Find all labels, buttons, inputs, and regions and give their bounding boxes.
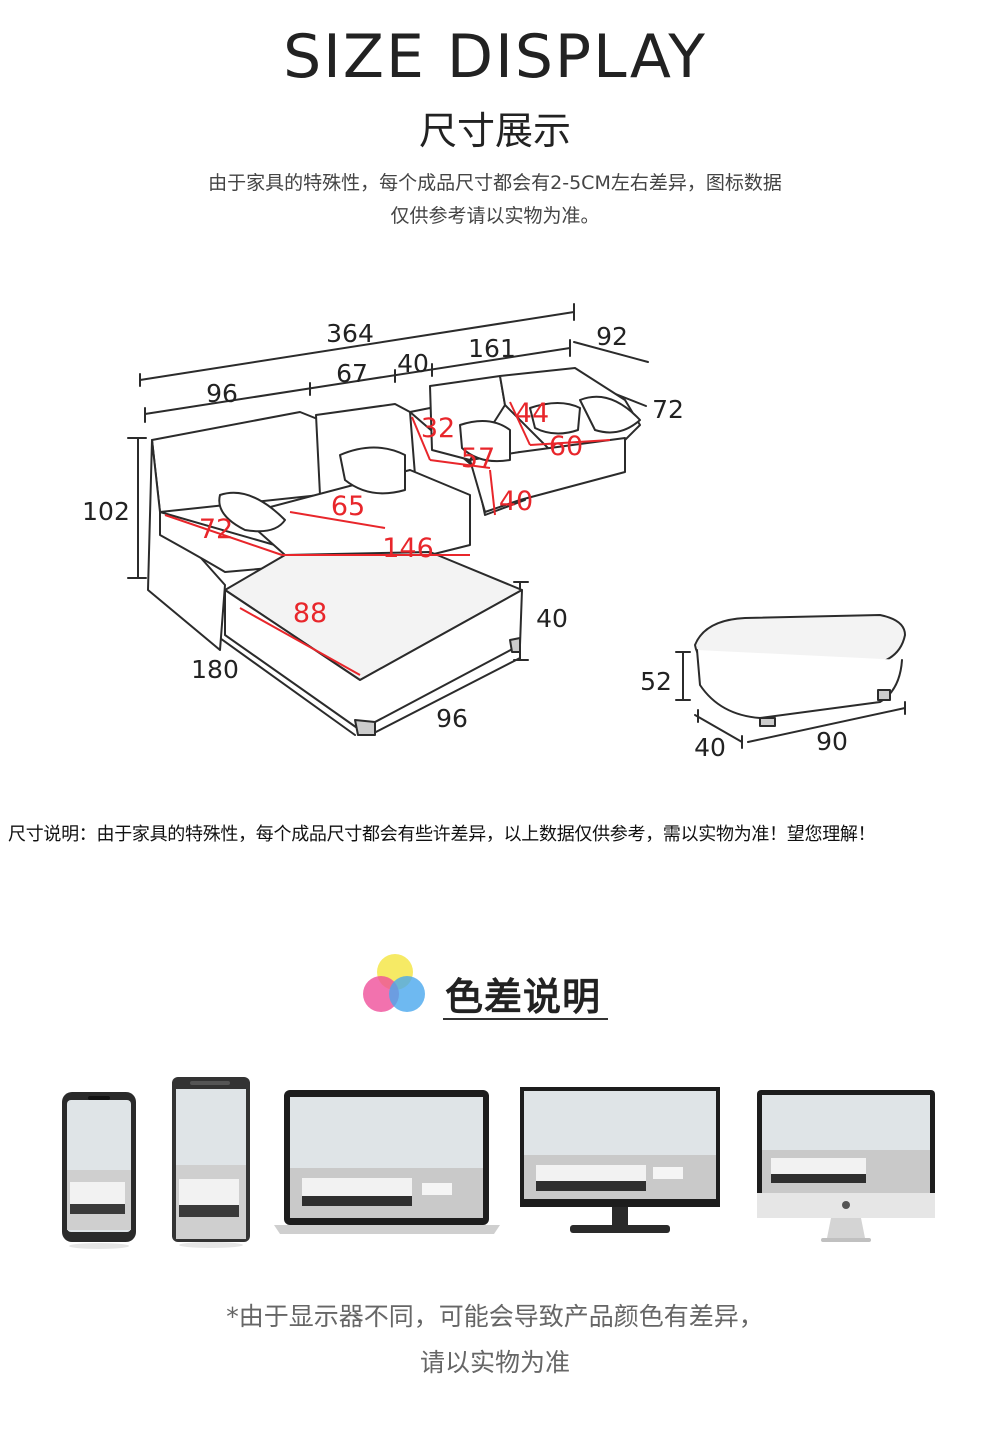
size-disclaimer-line-1: 由于家具的特殊性，每个成品尺寸都会有2-5CM左右差异，图标数据: [208, 172, 782, 194]
page-subtitle: 尺寸展示: [418, 109, 571, 153]
dim-console-height: 40: [499, 486, 533, 517]
color-disclaimer-line-1: *由于显示器不同，可能会导致产品颜色有差异，: [226, 1302, 764, 1331]
monitor-device: [520, 1087, 720, 1233]
dim-ottoman-height: 52: [640, 667, 672, 696]
dim-seat-length: 146: [382, 533, 434, 564]
color-difference-heading: 色差说明: [355, 948, 635, 1028]
color-disclaimer-line-2: 请以实物为准: [419, 1348, 570, 1377]
dim-chaise-seat: 88: [293, 598, 327, 629]
dim-back-height: 32: [421, 413, 455, 444]
phone-device-2: [172, 1077, 250, 1248]
dim-ottoman-width: 40: [694, 733, 726, 762]
size-disclaimer-line-2: 仅供参考请以实物为准。: [390, 205, 600, 227]
dim-side-depth-2: 72: [652, 395, 684, 424]
page-title: SIZE DISPLAY: [283, 22, 707, 92]
dim-mid-width: 67: [336, 359, 368, 388]
dim-console-width: 40: [397, 349, 429, 378]
dim-ottoman-length: 90: [816, 727, 848, 756]
dim-back-depth: 65: [331, 491, 365, 522]
title-underline: [443, 1018, 608, 1020]
dim-height: 102: [82, 497, 130, 526]
phone-device-1: [62, 1092, 136, 1249]
dim-seat-height: 40: [536, 604, 568, 633]
dim-chaise-width: 96: [436, 704, 468, 733]
sofa-dimension-diagram: 364 96 67 40 161 92 72 102 40 180 96 52 …: [82, 303, 906, 762]
color-difference-title: 色差说明: [445, 975, 602, 1019]
dim-cushion-b: 60: [549, 431, 583, 462]
dim-right-width: 161: [468, 334, 516, 363]
dim-console-depth: 57: [461, 443, 495, 474]
laptop-device: [274, 1090, 500, 1234]
dim-left-width: 96: [206, 379, 238, 408]
dim-total-length: 364: [326, 319, 374, 348]
dim-chaise-arm: 72: [199, 514, 233, 545]
desktop-device: [757, 1090, 935, 1242]
dim-cushion-a: 44: [515, 398, 549, 429]
dim-chaise-length: 180: [191, 655, 239, 684]
size-note: 尺寸说明：由于家具的特殊性，每个成品尺寸都会有些许差异，以上数据仅供参考，需以实…: [8, 824, 876, 845]
color-circles-icon: [363, 954, 425, 1012]
dim-side-depth: 92: [596, 322, 628, 351]
